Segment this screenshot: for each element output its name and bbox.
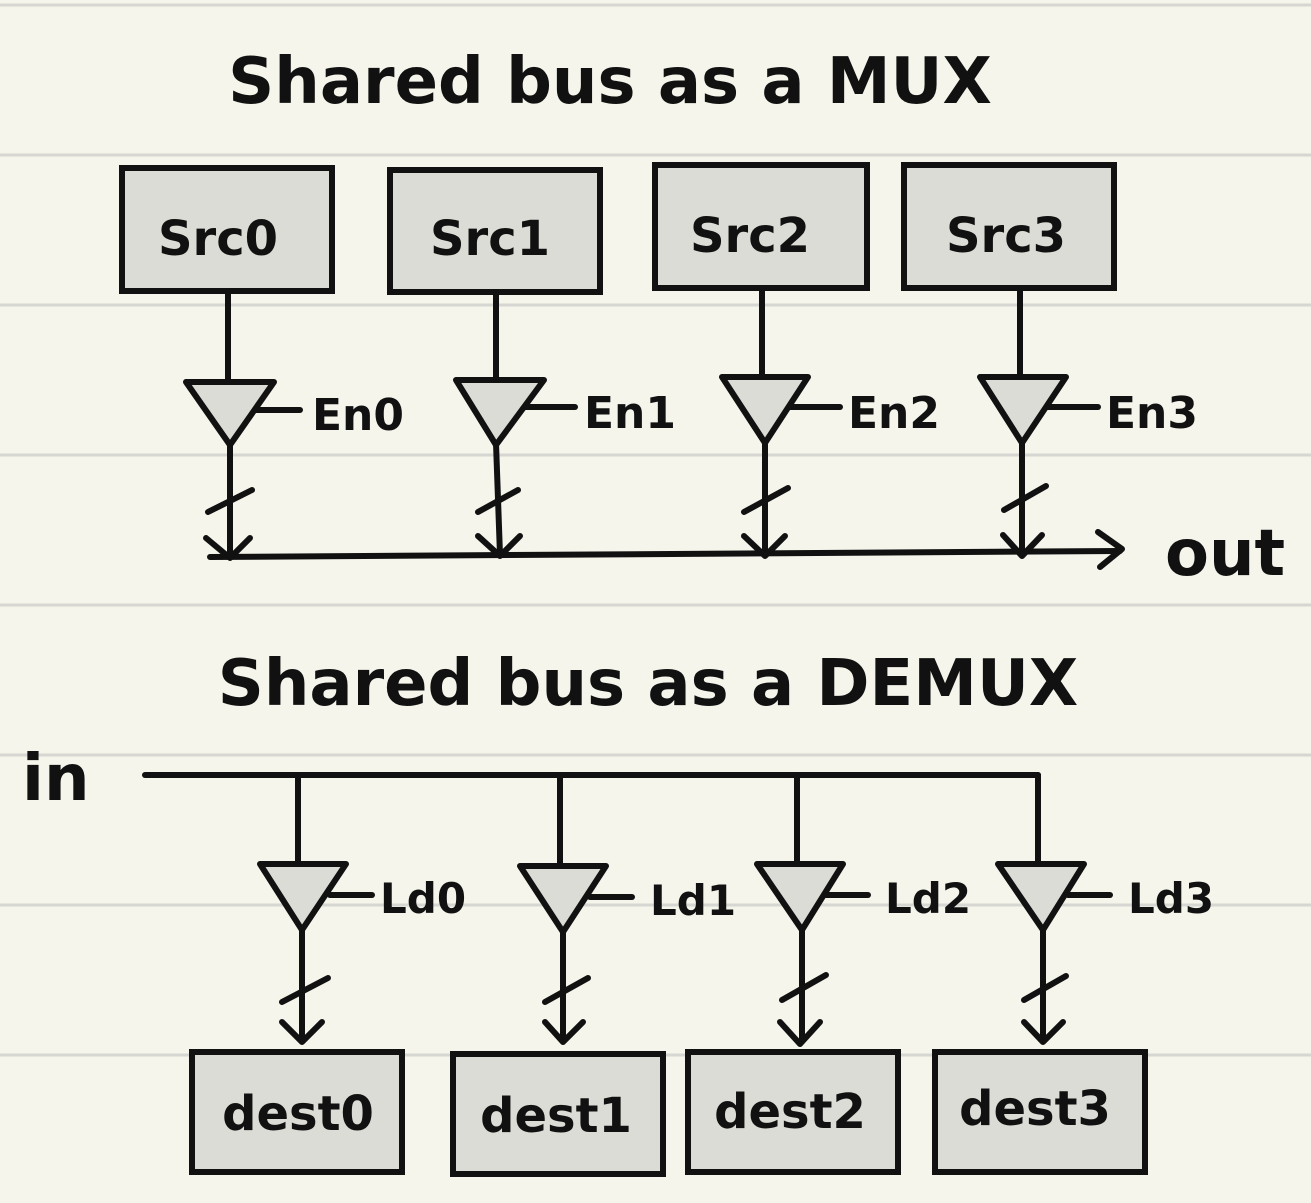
buffer-0 xyxy=(183,379,277,448)
source-box-0 xyxy=(119,165,335,294)
load-buffer-1 xyxy=(517,863,609,935)
source-label-1: Src1 xyxy=(430,211,550,267)
destination-label-1: dest1 xyxy=(480,1088,632,1144)
source-box-1 xyxy=(387,167,603,295)
demux-destination-boxes xyxy=(189,1049,1148,1177)
enable-label-1: En1 xyxy=(584,388,676,439)
mux-title: Shared bus as a MUX xyxy=(228,45,992,119)
destination-box-1 xyxy=(450,1051,666,1177)
out-arrowhead xyxy=(1095,529,1125,570)
demux-load-stubs xyxy=(327,892,1113,900)
input-label: in xyxy=(22,742,90,816)
buffer-3 xyxy=(977,374,1069,446)
destination-box-0 xyxy=(189,1049,405,1175)
mux-source-boxes xyxy=(119,162,1117,295)
load-label-0: Ld0 xyxy=(380,874,466,923)
mux-arrowheads xyxy=(203,529,1125,570)
enable-label-0: En0 xyxy=(312,390,404,441)
demux-wires xyxy=(142,772,1046,1043)
mux-buffers xyxy=(183,374,1069,448)
load-label-1: Ld1 xyxy=(650,876,736,925)
buffer-1 xyxy=(453,377,547,448)
destination-box-3 xyxy=(932,1049,1148,1175)
destination-box-2 xyxy=(685,1049,901,1175)
enable-label-3: En3 xyxy=(1106,388,1198,439)
source-label-2: Src2 xyxy=(690,208,810,264)
destination-label-2: dest2 xyxy=(714,1084,866,1140)
buffer-2 xyxy=(719,374,811,446)
demux-arrowheads xyxy=(279,1019,1066,1047)
source-box-3 xyxy=(901,162,1117,291)
ruled-lines xyxy=(0,3,1311,1057)
mux-bus-width-slashes xyxy=(205,483,1049,515)
destination-label-0: dest0 xyxy=(222,1086,374,1142)
source-label-3: Src3 xyxy=(946,208,1066,264)
enable-label-2: En2 xyxy=(848,388,940,439)
load-label-2: Ld2 xyxy=(885,874,971,923)
load-buffer-0 xyxy=(257,861,349,933)
demux-bus-width-slashes xyxy=(279,972,1069,1005)
load-buffer-3 xyxy=(995,861,1087,933)
load-buffer-2 xyxy=(754,861,846,933)
mux-enable-stubs xyxy=(253,404,1101,413)
output-label: out xyxy=(1165,517,1285,591)
load-label-3: Ld3 xyxy=(1128,874,1214,923)
source-label-0: Src0 xyxy=(158,211,278,267)
demux-buffers xyxy=(257,861,1087,935)
source-box-2 xyxy=(652,162,870,291)
destination-label-3: dest3 xyxy=(959,1081,1111,1137)
demux-title: Shared bus as a DEMUX xyxy=(218,647,1079,721)
